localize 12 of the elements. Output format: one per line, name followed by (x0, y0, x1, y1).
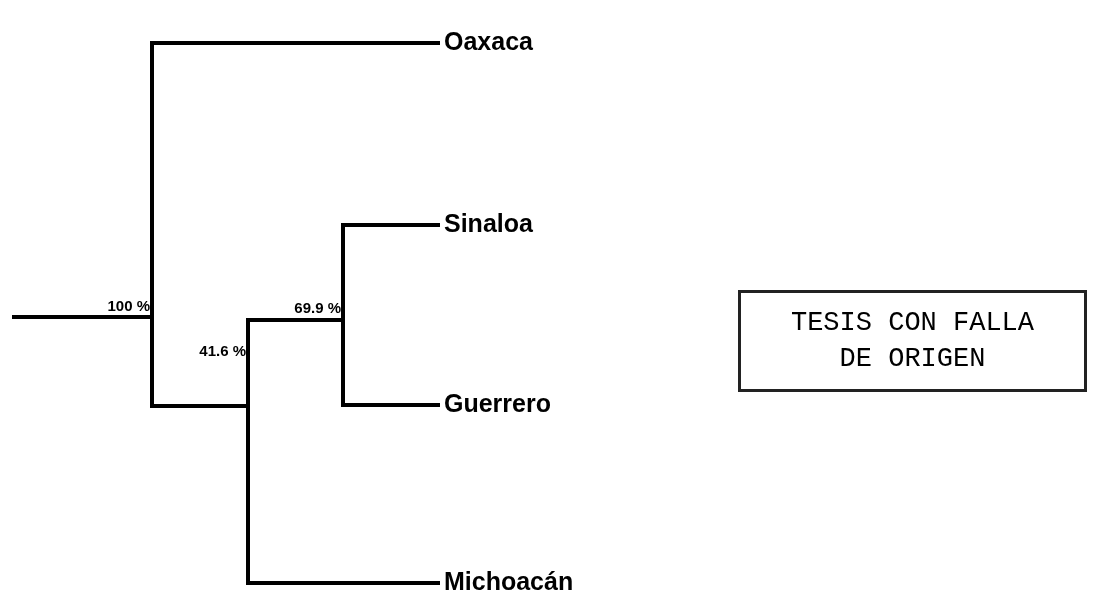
percentage-label: 100 % (60, 296, 150, 315)
region-label: Guerrero (444, 389, 551, 418)
region-label: Sinaloa (444, 209, 533, 238)
tree-branch (246, 352, 440, 585)
percentage-label: 69.9 % (249, 298, 341, 317)
region-label: Michoacán (444, 567, 574, 594)
tree-branch (12, 315, 152, 319)
percentage-label: 41.6 % (154, 341, 246, 360)
tree-branch (150, 41, 440, 317)
tree-branch (341, 223, 440, 318)
region-label: Oaxaca (444, 27, 533, 56)
stamp-box: TESIS CON FALLA DE ORIGEN (738, 290, 1087, 392)
